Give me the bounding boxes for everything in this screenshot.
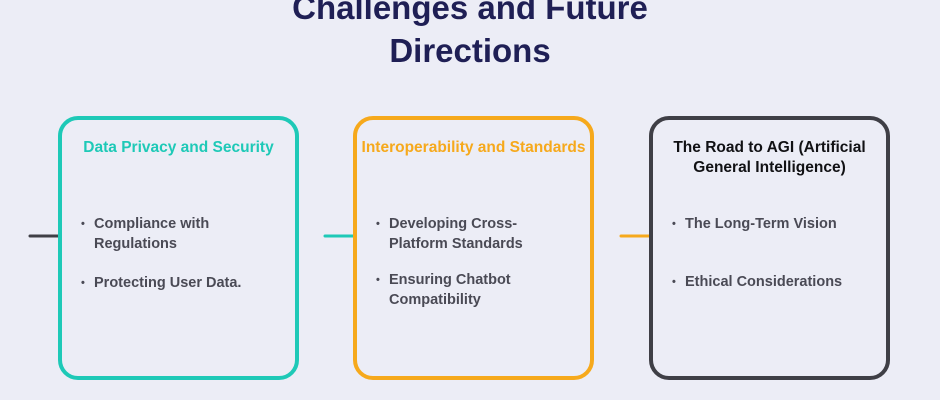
bullet-item: Compliance with Regulations: [80, 214, 290, 254]
card-title: The Road to AGI (Artificial General Inte…: [673, 139, 866, 176]
bullet-list: Compliance with Regulations Protecting U…: [80, 214, 290, 293]
bullet-item: Protecting User Data.: [80, 273, 290, 293]
bullet-item: Ethical Considerations: [671, 272, 881, 292]
card-title: Interoperability and Standards: [361, 139, 586, 156]
bullet-item: Developing Cross-Platform Standards: [375, 214, 565, 254]
diagram-title-line-2: Directions: [389, 32, 551, 69]
card-interoperability: Interoperability and Standards Developin…: [353, 116, 594, 380]
diagram-title-line-1: Challenges and Future: [292, 0, 648, 26]
card-title: Data Privacy and Security: [83, 139, 274, 156]
bullet-item: Ensuring Chatbot Compatibility: [375, 270, 565, 310]
card-road-to-agi: The Road to AGI (Artificial General Inte…: [649, 116, 890, 380]
diagram-title: Challenges and Future Directions: [0, 0, 940, 72]
card-data-privacy: Data Privacy and Security Compliance wit…: [58, 116, 299, 380]
bullet-list: The Long-Term Vision Ethical Considerati…: [671, 214, 881, 292]
bullet-list: Developing Cross-Platform Standards Ensu…: [375, 214, 565, 310]
bullet-item: The Long-Term Vision: [671, 214, 881, 234]
